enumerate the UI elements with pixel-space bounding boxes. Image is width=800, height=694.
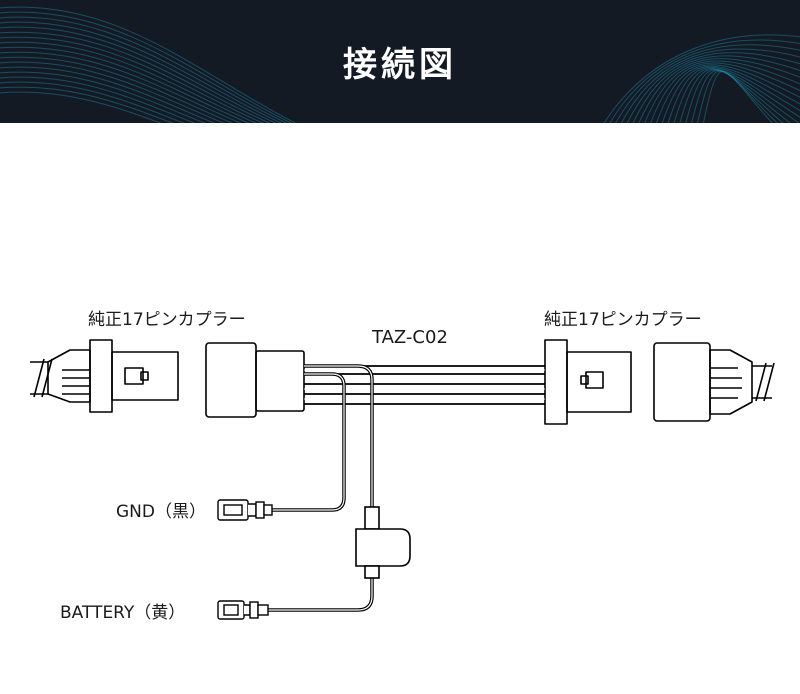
harness-model-label: TAZ-C02 [372, 327, 448, 348]
battery-label: BATTERY（黄） [60, 603, 186, 623]
left-vehicle-coupler [30, 339, 179, 413]
harness-left-connector [205, 342, 305, 418]
wave-lines-decoration [0, 6, 800, 123]
wiring-diagram: 純正17ピンカプラー 純正17ピンカプラー TAZ-C02 GND（黒） BAT… [0, 123, 800, 690]
wiring-diagram-drawing [30, 339, 775, 620]
battery-wire [304, 364, 374, 507]
right-vehicle-coupler [653, 342, 775, 422]
gnd-terminal [217, 499, 273, 521]
page-title: 接続図 [343, 45, 457, 85]
coupler-right-label: 純正17ピンカプラー [544, 310, 702, 330]
battery-terminal [217, 600, 269, 620]
harness-wires [304, 365, 545, 405]
header-banner: 接続図 [0, 0, 800, 123]
coupler-left-label: 純正17ピンカプラー [88, 310, 246, 330]
gnd-label: GND（黒） [116, 502, 206, 522]
harness-right-connector [544, 339, 632, 425]
fuse-holder [355, 506, 411, 579]
